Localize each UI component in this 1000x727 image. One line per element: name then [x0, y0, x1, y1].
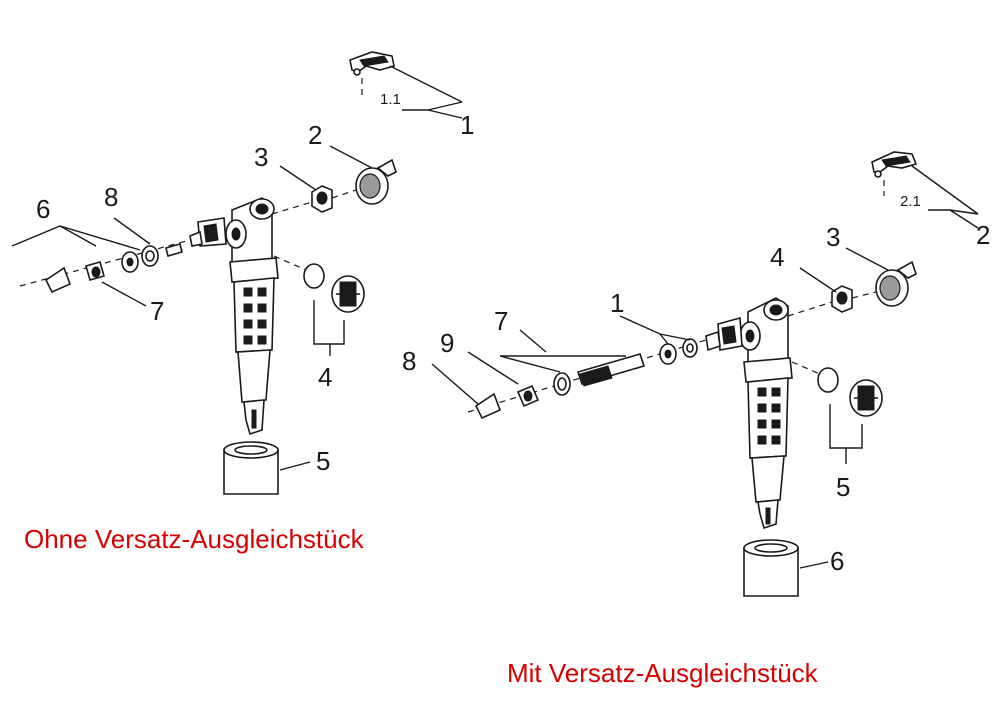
callout-right-6: 6	[830, 546, 844, 576]
callout-left-1: 1	[460, 110, 474, 140]
callout-right-9: 9	[440, 328, 454, 358]
callout-right-4: 4	[770, 242, 784, 272]
part-4-left-icon	[303, 263, 365, 313]
callout-left-6: 6	[36, 194, 50, 224]
part-8-right-icon	[474, 392, 502, 420]
callout-left-4: 4	[318, 362, 332, 392]
part-3-right-icon	[875, 260, 917, 307]
part-clip-1-1-icon	[349, 51, 395, 76]
callout-right-5: 5	[836, 472, 850, 502]
callout-left-7: 7	[150, 296, 164, 326]
part-clip-2-1-icon	[871, 151, 918, 178]
part-2-left-icon	[355, 158, 397, 205]
callout-right-2: 2	[976, 220, 990, 250]
callout-right-7: 7	[494, 306, 508, 336]
part-6-right-icon	[743, 539, 799, 597]
callout-left-5: 5	[316, 446, 330, 476]
callout-right-3: 3	[826, 222, 840, 252]
part-6-left-icon	[44, 266, 72, 294]
callout-left-2: 2	[308, 120, 322, 150]
caption-with-offset: Mit Versatz-Ausgleichstück	[507, 658, 818, 688]
valve-body-right	[705, 297, 793, 530]
callout-right-1: 1	[610, 288, 624, 318]
part-1-right-icon	[659, 338, 698, 365]
caption-without-offset: Ohne Versatz-Ausgleichstück	[24, 524, 364, 554]
part-5-right-icon	[817, 367, 883, 417]
part-4-right-icon	[831, 285, 853, 313]
callout-left-8: 8	[104, 182, 118, 212]
part-5-left-icon	[223, 441, 279, 495]
assembly-left: 1 1.1 2 3 4 5 6 7 8	[11, 51, 474, 495]
part-9-right-icon	[516, 384, 540, 408]
part-3-left-icon	[311, 185, 333, 213]
assembly-right: 1 2 2.1 3 4 5 6 7 8 9	[402, 151, 990, 597]
callout-left-3: 3	[254, 142, 268, 172]
part-7-offset-piece-icon	[553, 353, 646, 396]
callout-left-1-1: 1.1	[380, 91, 401, 108]
callout-right-8: 8	[402, 346, 416, 376]
part-7-left-icon	[85, 261, 105, 281]
callout-right-2-1: 2.1	[900, 193, 921, 210]
valve-body-left	[189, 197, 279, 436]
part-8-left-icon	[121, 243, 183, 273]
